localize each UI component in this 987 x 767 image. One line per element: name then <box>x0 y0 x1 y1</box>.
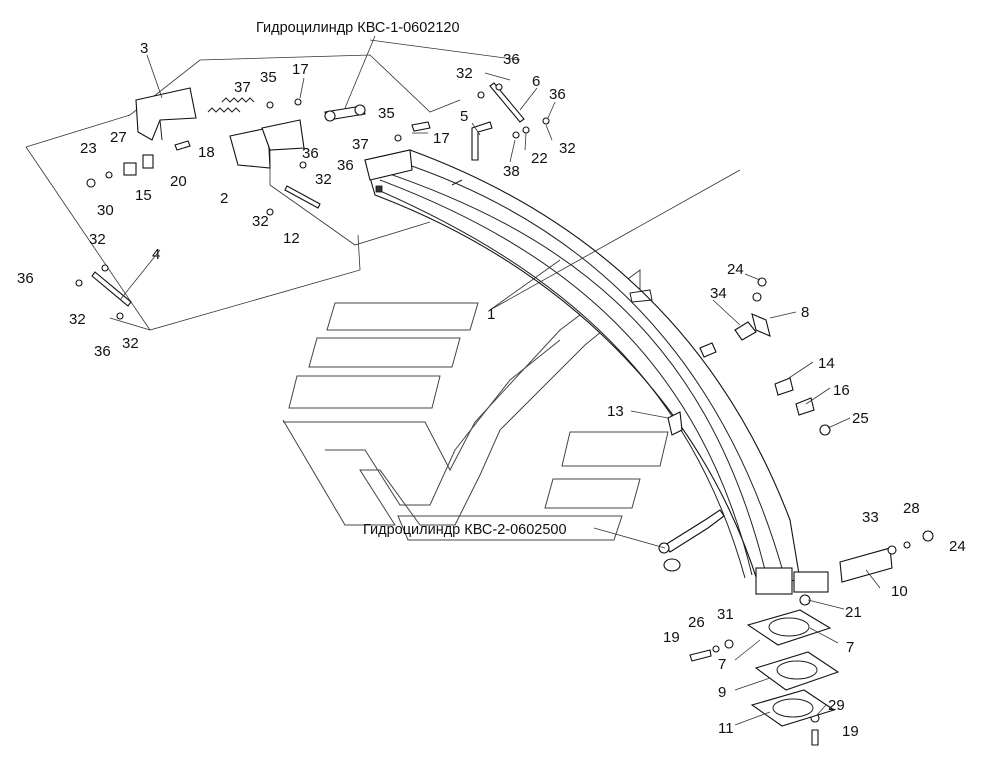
part-label: 17 <box>433 130 450 147</box>
part-label: 32 <box>89 231 106 248</box>
part-label: 31 <box>717 606 734 623</box>
part-label: 8 <box>801 304 809 321</box>
part-label: 33 <box>862 509 879 526</box>
hydraulic-cylinders <box>324 104 725 572</box>
part-label: 26 <box>688 614 705 631</box>
background-logo <box>282 269 669 541</box>
part-label: 37 <box>234 79 251 96</box>
part-label: 36 <box>302 145 319 162</box>
plates <box>746 609 840 727</box>
hardware <box>75 83 934 746</box>
cylinder-2-title: Гидроцилиндр КВС-2-0602500 <box>363 522 567 538</box>
part-label: 19 <box>663 629 680 646</box>
part-label: 19 <box>842 723 859 740</box>
part-label: 24 <box>727 261 744 278</box>
part-label: 18 <box>198 144 215 161</box>
leader-lines <box>119 35 881 726</box>
part-label: 2 <box>220 190 228 207</box>
cylinder-1-title: Гидроцилиндр КВС-1-0602120 <box>256 20 460 36</box>
part-label: 20 <box>170 173 187 190</box>
part-label: 32 <box>559 140 576 157</box>
part-label: 36 <box>17 270 34 287</box>
part-label: 32 <box>315 171 332 188</box>
part-label: 32 <box>69 311 86 328</box>
part-label: 32 <box>456 65 473 82</box>
part-label: 7 <box>718 656 726 673</box>
part-label: 34 <box>710 285 727 302</box>
part-label: 36 <box>549 86 566 103</box>
part-label: 7 <box>846 639 854 656</box>
springs <box>207 97 255 113</box>
part-label: 21 <box>845 604 862 621</box>
part-label: 14 <box>818 355 835 372</box>
part-label: 29 <box>828 697 845 714</box>
part-label: 35 <box>260 69 277 86</box>
part-label: 24 <box>949 538 966 555</box>
part-label: 13 <box>607 403 624 420</box>
part-label: 32 <box>252 213 269 230</box>
part-label: 5 <box>460 108 468 125</box>
part-label: 6 <box>532 73 540 90</box>
part-label: 30 <box>97 202 114 219</box>
part-label: 17 <box>292 61 309 78</box>
part-label: 27 <box>110 129 127 146</box>
part-label: 36 <box>337 157 354 174</box>
part-label: 38 <box>503 163 520 180</box>
part-label: 15 <box>135 187 152 204</box>
part-label: 28 <box>903 500 920 517</box>
part-label: 37 <box>352 136 369 153</box>
part-label: 9 <box>718 684 726 701</box>
part-label: 10 <box>891 583 908 600</box>
part-label: 16 <box>833 382 850 399</box>
part-label: 32 <box>122 335 139 352</box>
part-label: 4 <box>152 246 160 263</box>
part-label: 23 <box>80 140 97 157</box>
part-label: 12 <box>283 230 300 247</box>
rods <box>91 82 525 307</box>
part-label: 35 <box>378 105 395 122</box>
flaps <box>135 87 305 169</box>
diagram-titles: Гидроцилиндр КВС-1-0602120 Гидроцилиндр … <box>256 20 567 538</box>
main-beam <box>364 149 829 595</box>
part-label: 11 <box>718 720 734 737</box>
part-labels: 3 37 35 17 36 32 6 36 35 5 37 17 22 32 3… <box>17 40 966 740</box>
part-label: 3 <box>140 40 148 57</box>
part-label: 1 <box>487 306 495 323</box>
part-label: 36 <box>94 343 111 360</box>
part-label: 22 <box>531 150 548 167</box>
part-label: 36 <box>503 51 520 68</box>
part-label: 25 <box>852 410 869 427</box>
